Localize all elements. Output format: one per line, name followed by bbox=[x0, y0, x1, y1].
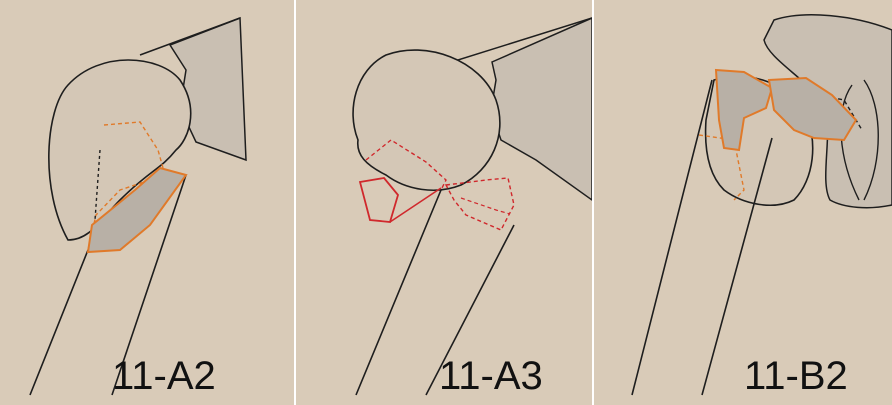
panel-11-b2: 11-B2 bbox=[594, 0, 892, 405]
panel-label: 11-A2 bbox=[112, 354, 216, 399]
panel-label: 11-A3 bbox=[439, 354, 543, 399]
panel-label: 11-B2 bbox=[744, 354, 848, 399]
panel-11-a2-drawing bbox=[0, 0, 294, 405]
panel-11-a2: 11-A2 bbox=[0, 0, 294, 405]
panel-11-a3: 11-A3 bbox=[296, 0, 592, 405]
panel-11-a3-drawing bbox=[296, 0, 592, 405]
panel-11-b2-drawing bbox=[594, 0, 892, 405]
